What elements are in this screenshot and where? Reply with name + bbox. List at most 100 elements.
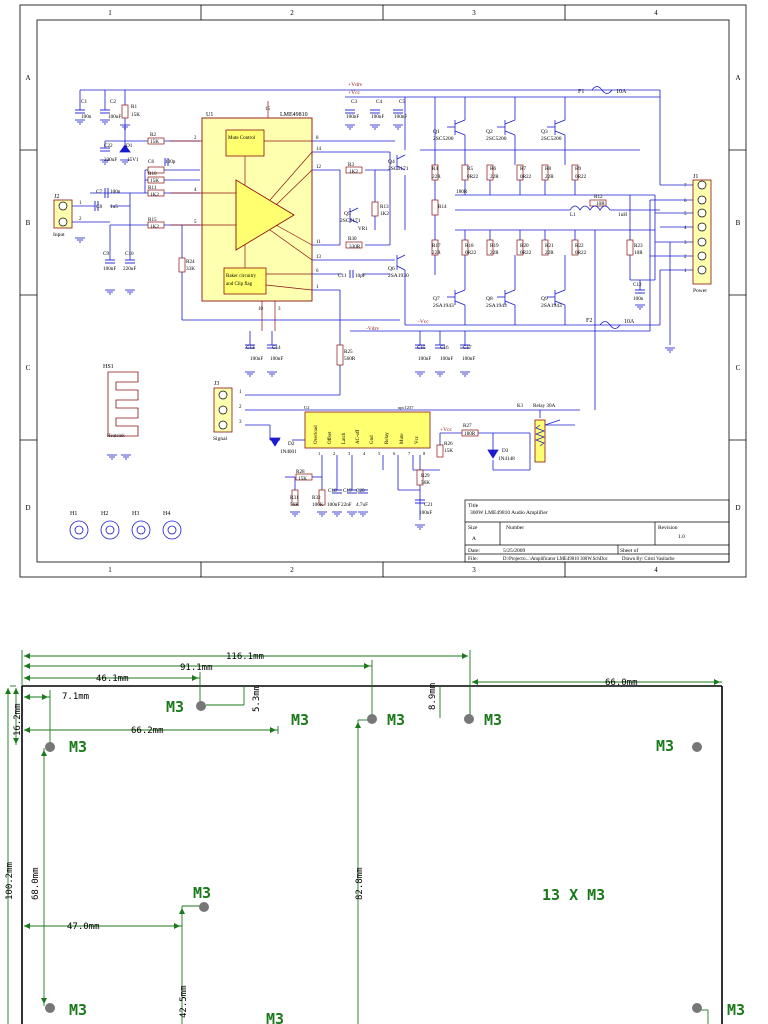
ic-pin-6: 6 (316, 269, 319, 274)
board-outline (21, 685, 723, 1024)
d2-val: 1N4001 (280, 449, 297, 455)
dim-5-3: 5.3mm (252, 685, 262, 712)
r26-ref: R26 (444, 441, 453, 447)
l1-ref: L1 (570, 212, 576, 218)
diode-d2-icon (269, 437, 281, 447)
ic-pin-8: 8 (316, 136, 319, 141)
dim-8-9: 8.9mm (428, 683, 438, 710)
m3-label: M3 (69, 738, 87, 756)
outer-border (19, 4, 747, 578)
baker-label-2: and Clip flag (226, 282, 253, 287)
zone-col-1-bottom: 1 (108, 566, 112, 574)
zone-col-1: 1 (108, 9, 112, 17)
j3-label: Signal (213, 436, 228, 442)
c7-val: 100n (110, 189, 121, 195)
r31-ref: R31 (290, 495, 299, 501)
zone-row-c-right: C (736, 364, 741, 372)
baker-label-1: Baker circuitry (226, 274, 257, 279)
c10-ref: C10 (125, 251, 134, 257)
r12-val: 10R (596, 201, 605, 207)
c14-ref: C14 (272, 345, 281, 351)
r24-ref: R24 (186, 259, 195, 265)
j3-pin-1: 1 (239, 390, 242, 395)
r6-val: 22R (490, 174, 499, 180)
c2-val: 100uF (108, 114, 121, 120)
c22-val: 220uF (104, 157, 117, 163)
m3-label: M3 (166, 698, 184, 716)
m3-label: M3 (266, 1010, 284, 1024)
r180-label: 180R (456, 189, 468, 195)
c8-val: 1u5 (110, 204, 118, 210)
r9-val: 0R22 (575, 174, 587, 180)
r28-val: 15K (298, 476, 307, 482)
vr1-ref: VR1 (358, 226, 368, 232)
r13-ref: R13 (380, 204, 389, 210)
zone-col-2: 2 (290, 9, 294, 17)
r4-val: 22R (432, 174, 441, 180)
j1-pin-3: 3 (684, 241, 687, 246)
m3-hole-markers (45, 701, 702, 1013)
connector-j1: J1 Power 7 6 5 4 3 2 1 (684, 174, 712, 294)
inductor-l1-icon (569, 205, 611, 211)
c4-val: 100nF (371, 114, 384, 120)
baker-circuitry-block (223, 267, 267, 295)
c22-ref: C22 (104, 143, 113, 149)
m3-summary: 13 X M3 (542, 886, 605, 904)
j3-pin-2: 2 (239, 405, 242, 410)
u2-pin-overload: Overload (314, 425, 319, 444)
diode-d3-icon (487, 449, 499, 459)
svg-text:10A: 10A (624, 319, 635, 325)
m3-hole (199, 902, 209, 912)
l1-val: 1uH (618, 212, 627, 218)
c4-ref: C4 (376, 99, 382, 105)
q4-ref: Q4 (388, 159, 395, 165)
ic-pin-13: 13 (316, 255, 322, 260)
q7-part: 2SA1943 (433, 303, 454, 309)
ic-pin-2: 2 (194, 136, 197, 141)
k1-ref: K1 (517, 403, 524, 409)
sheet-label: Sheet of (620, 547, 638, 554)
wires (72, 89, 695, 520)
j1-pin-5: 5 (684, 212, 687, 217)
r5-val: 0R22 (467, 174, 479, 180)
file-label: File: (468, 556, 479, 562)
zone-row-d: D (25, 504, 30, 512)
r31-val: 56K (290, 502, 299, 508)
r19-val: 22R (490, 250, 499, 256)
heatsink-label: Heatsink (107, 434, 125, 439)
u2-pin-latch: Latch (342, 432, 347, 444)
r17-ref: R17 (432, 243, 441, 249)
j2-pin-2: 2 (79, 217, 82, 222)
r11-ref: R11 (148, 185, 157, 191)
dim-42-5: 42.5mm (179, 985, 189, 1018)
heatsink-ref: HS1 (103, 364, 114, 370)
r32-val: 100K (312, 502, 324, 508)
ic-pin-12: 12 (316, 165, 322, 170)
r29-val: 56K (421, 480, 430, 486)
amplifier-triangle (235, 179, 295, 251)
dim-91-1: 91.1mm (180, 663, 213, 673)
m3-hole (692, 1003, 702, 1013)
r12-ref: R12 (594, 194, 603, 200)
c17-ref: C17 (463, 345, 472, 351)
mechanical-drawing: 116.1mm 91.1mm 46.1mm 7.1mm 66.2mm 66.0m… (5, 650, 745, 1024)
r30-ref: R30 (348, 236, 357, 242)
q5-ref: Q5 (344, 211, 351, 217)
q1-part: 2SC5200 (433, 136, 454, 142)
r13-val: 1K2 (380, 211, 389, 217)
c16-val: 100nF (440, 356, 453, 362)
ic-pin-15: 15 (265, 107, 271, 112)
u2-pin-vcc: Vcc (415, 435, 420, 444)
dim-100-2: 100.2mm (5, 862, 15, 900)
r20-val: 0R22 (520, 250, 532, 256)
r15-val: 1K2 (150, 224, 159, 230)
c20-ref: C20 (356, 488, 365, 494)
k1-val: Relay 30A (533, 403, 556, 409)
j3-pin-3: 3 (239, 420, 242, 425)
q5-part: 2SC5171 (340, 218, 361, 224)
c2-ref: C2 (110, 99, 116, 105)
u2-pin-relay: Relay (385, 432, 390, 444)
m3-label: M3 (727, 1001, 745, 1019)
dim-82-8: 82.8mm (355, 867, 365, 900)
q3-ref: Q3 (541, 129, 548, 135)
